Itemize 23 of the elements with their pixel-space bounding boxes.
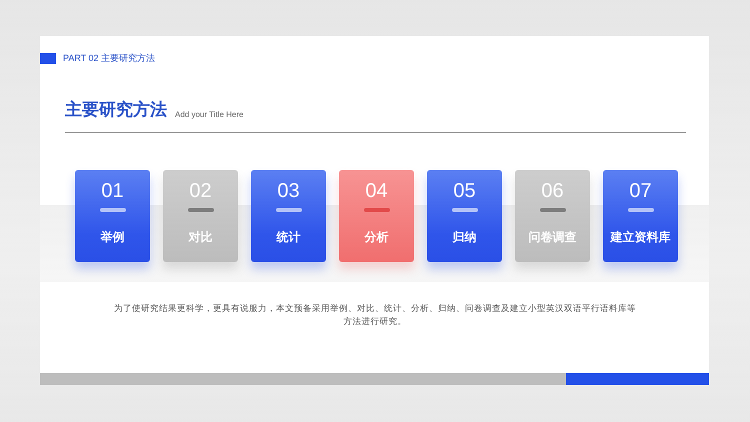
number-card	[515, 170, 590, 262]
card-label: 问卷调查	[528, 230, 576, 245]
slide-title: 主要研究方法	[65, 99, 167, 121]
number-card	[339, 170, 414, 262]
number-card	[603, 170, 678, 262]
card-label: 举例	[100, 230, 124, 245]
card-number: 01	[101, 179, 124, 203]
card-number: 04	[365, 179, 388, 203]
card-number: 07	[629, 179, 652, 203]
number-card	[75, 170, 150, 262]
card-number: 05	[453, 179, 476, 203]
card-number: 03	[277, 179, 300, 203]
section-label: PART 02 主要研究方法	[63, 52, 156, 65]
card-label: 分析	[364, 230, 388, 245]
number-card	[251, 170, 326, 262]
body-text: 为了使研究结果更科学，更具有说服力，本文预备采用举例、对比、统计、分析、归纳、问卷调查及建立小型英汉双语平行语料库等方法进行研究。	[113, 302, 637, 328]
card-label: 统计	[276, 230, 300, 245]
card-label: 建立资料库	[610, 230, 670, 245]
number-card	[163, 170, 238, 262]
subtitle: Add your Title Here	[175, 109, 244, 120]
card-label: 归纳	[452, 230, 476, 245]
number-card	[427, 170, 502, 262]
card-label: 对比	[188, 230, 212, 245]
